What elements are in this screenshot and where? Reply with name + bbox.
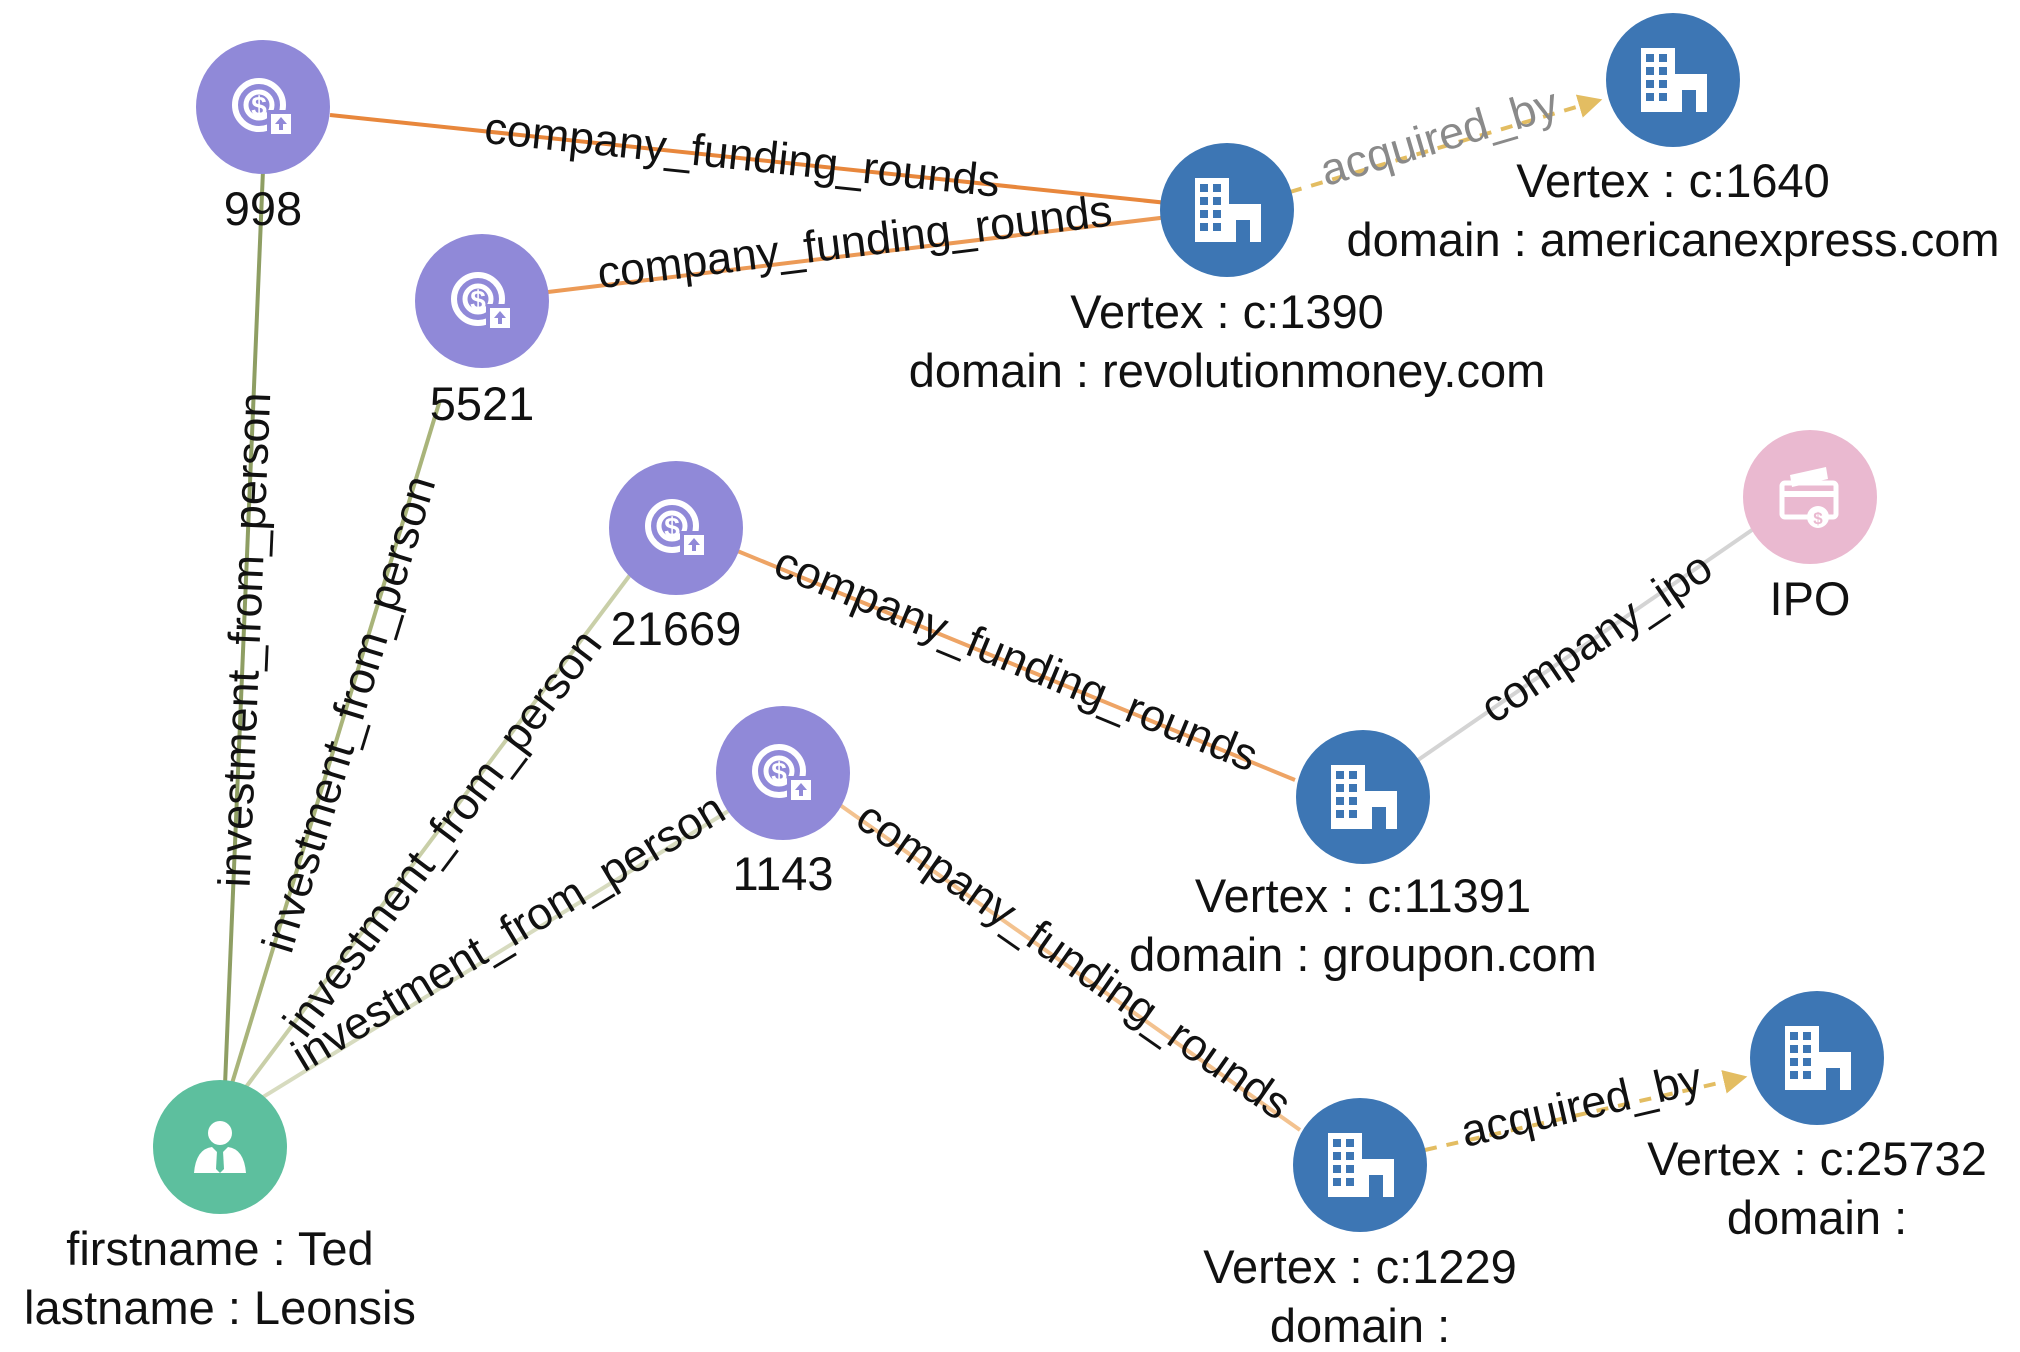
node-company-c11391[interactable]: Vertex : c:11391 domain : groupon.com: [1129, 730, 1597, 981]
node-company-c1229[interactable]: Vertex : c:1229 domain :: [1203, 1098, 1517, 1352]
edge-label: company_funding_rounds: [594, 185, 1114, 299]
node-company-c1640[interactable]: Vertex : c:1640 domain : americanexpress…: [1346, 13, 2000, 266]
edge-company-ipo[interactable]: company_ipo: [1416, 528, 1754, 762]
node-company-c25732[interactable]: Vertex : c:25732 domain :: [1647, 991, 1987, 1244]
node-label: 21669: [611, 602, 742, 655]
node-label: IPO: [1770, 572, 1851, 625]
node-label: lastname : Leonsis: [24, 1281, 416, 1334]
node-person-ted-leonsis[interactable]: firstname : Ted lastname : Leonsis: [24, 1080, 416, 1334]
node-label: 1143: [732, 847, 833, 900]
node-company-c1390[interactable]: Vertex : c:1390 domain : revolutionmoney…: [909, 143, 1546, 397]
node-label: domain :: [1727, 1191, 1907, 1244]
edge-label: company_ipo: [1471, 541, 1721, 733]
node-label: Vertex : c:25732: [1647, 1132, 1987, 1185]
edge-funding-5521[interactable]: company_funding_rounds: [547, 185, 1219, 299]
edge-label: investment_from_person: [209, 391, 281, 888]
node-label: domain : revolutionmoney.com: [909, 344, 1546, 397]
node-label: domain : groupon.com: [1129, 928, 1597, 981]
node-funding-round-5521[interactable]: 5521: [415, 234, 549, 430]
node-label: Vertex : c:1390: [1070, 285, 1384, 338]
node-funding-round-1143[interactable]: 1143: [716, 706, 850, 900]
node-label: domain : americanexpress.com: [1346, 213, 1999, 266]
node-label: Vertex : c:11391: [1195, 869, 1531, 922]
node-ipo[interactable]: IPO: [1743, 430, 1877, 625]
node-funding-round-998[interactable]: 998: [196, 40, 330, 235]
node-label: domain :: [1270, 1299, 1450, 1352]
node-label: firstname : Ted: [66, 1222, 373, 1275]
node-label: Vertex : c:1640: [1516, 154, 1830, 207]
node-label: 998: [224, 182, 302, 235]
node-label: 5521: [430, 377, 535, 430]
edge-label: company_funding_rounds: [482, 102, 1002, 207]
node-label: Vertex : c:1229: [1203, 1240, 1517, 1293]
node-funding-round-21669[interactable]: 21669: [609, 461, 743, 655]
